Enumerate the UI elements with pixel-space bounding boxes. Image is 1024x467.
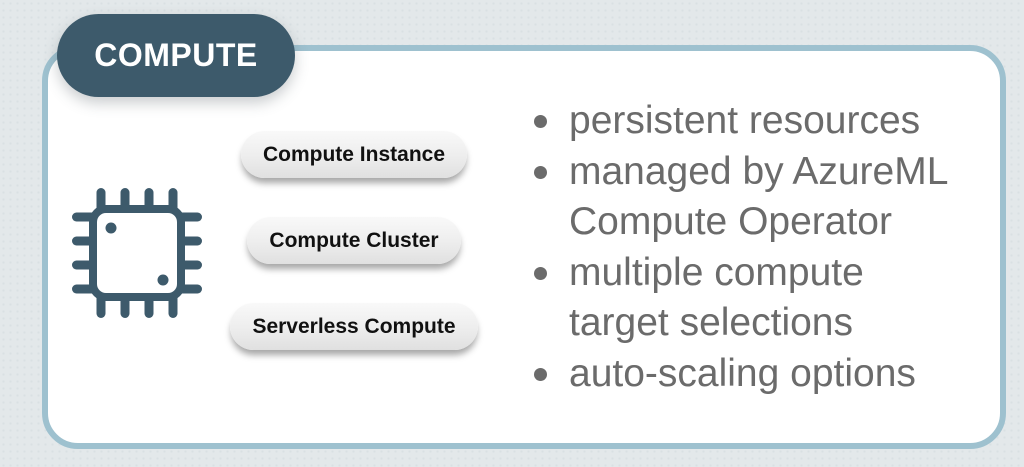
- compute-instance-label: Compute Instance: [262, 142, 446, 166]
- feature-item-persistent-resources: persistent resources: [533, 96, 993, 147]
- compute-card: [42, 45, 1006, 449]
- feature-item-managed-by-azureml: managed by AzureML Compute Operator: [533, 147, 993, 248]
- serverless-compute-label: Serverless Compute: [252, 314, 456, 338]
- compute-cluster-pill: Compute Cluster: [247, 217, 461, 264]
- compute-badge: COMPUTE: [57, 14, 295, 97]
- compute-instance-pill: Compute Instance: [240, 131, 468, 178]
- cpu-chip-icon: [72, 188, 202, 318]
- feature-item-multiple-compute-targets: multiple compute target selections: [533, 248, 993, 349]
- compute-cluster-label: Compute Cluster: [269, 228, 439, 252]
- compute-type-list: Compute Instance Compute Cluster Serverl…: [230, 131, 478, 350]
- feature-item-auto-scaling: auto-scaling options: [533, 349, 993, 400]
- feature-list: persistent resources managed by AzureML …: [533, 96, 993, 399]
- serverless-compute-pill: Serverless Compute: [230, 303, 478, 350]
- compute-badge-label: COMPUTE: [94, 37, 258, 73]
